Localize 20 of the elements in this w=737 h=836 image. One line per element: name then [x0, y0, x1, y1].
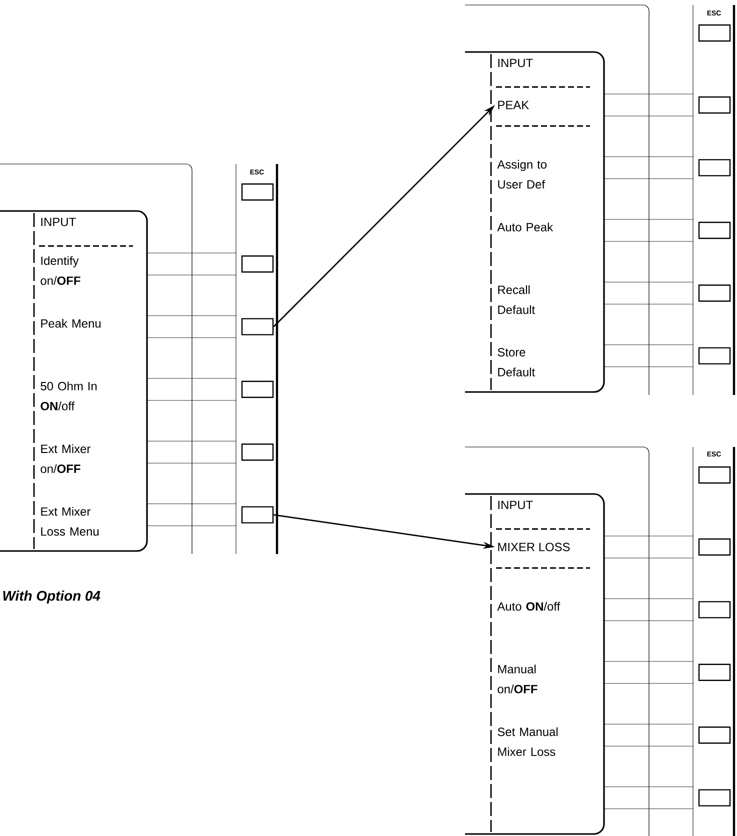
- menu-item: Store Default: [498, 348, 535, 376]
- key-button: [241, 506, 274, 524]
- menu-heading: INPUT: [498, 58, 533, 68]
- menu-heading: INPUT: [41, 218, 76, 226]
- caption: With Option 04: [3, 590, 100, 604]
- menu-title: PEAK: [498, 100, 529, 110]
- menu-item: Auto Peak: [497, 222, 554, 232]
- menu-item: Identify on/OFF: [40, 256, 80, 285]
- menu-item: 50 Ohm In ON/off: [40, 382, 97, 410]
- menu-item: Auto ON/off: [497, 602, 560, 611]
- menu-heading: INPUT: [498, 500, 533, 510]
- menu-item: Peak Menu: [41, 318, 101, 328]
- key-button: [241, 318, 274, 336]
- menu-item: Manual on/OFF: [498, 664, 538, 694]
- menu-item: Ext Mixer Loss Menu: [41, 507, 99, 536]
- menu-item: Recall Default: [498, 285, 535, 314]
- menu-item: Set Manual Mixer Loss: [498, 727, 558, 756]
- menu-item: Ext Mixer on/OFF: [40, 444, 90, 473]
- menu-item: Assign to User Def: [497, 160, 547, 189]
- menu-title: MIXER LOSS: [498, 542, 570, 552]
